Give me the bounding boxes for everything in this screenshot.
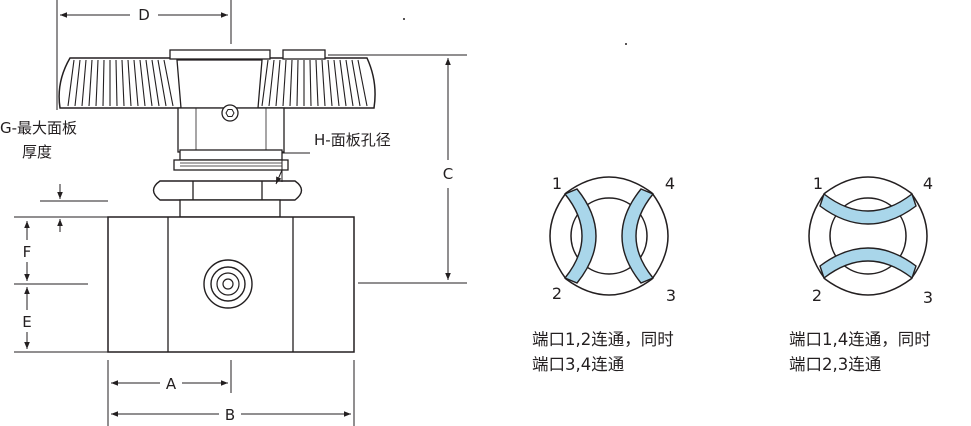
port-diagram-2: 1 2 3 4 — [808, 174, 933, 307]
dimension-a-label: A — [166, 375, 177, 393]
dimension-lines — [14, 0, 467, 426]
port-3-label: 3 — [923, 288, 933, 307]
port-diagram-1-caption-line1: 端口1,2连通，同时 — [532, 330, 674, 349]
port-2-label: 2 — [812, 286, 822, 305]
max-panel-thickness-label: G-最大面板 — [0, 119, 77, 137]
valve-front-view — [58, 49, 376, 353]
port-4-label: 4 — [665, 174, 675, 193]
port-1-label: 1 — [552, 174, 562, 193]
panel-nut — [152, 180, 303, 218]
panel-hole-diameter-label: H-面板孔径 — [314, 131, 391, 149]
flow-channel-2-3 — [819, 247, 917, 280]
dimension-d-label: D — [138, 6, 150, 24]
port-diagram-2-caption-line2: 端口2,3连通 — [789, 355, 881, 374]
dimension-c-label: C — [443, 165, 453, 183]
knurled-handle — [58, 49, 376, 109]
port-4-label: 4 — [923, 174, 933, 193]
port-1-label: 1 — [813, 174, 823, 193]
flow-channel-1-2 — [563, 188, 597, 284]
dimension-b-label: B — [225, 406, 235, 424]
dimension-f-label: F — [23, 243, 32, 261]
flow-channel-3-4 — [621, 188, 655, 284]
port-fitting — [203, 259, 253, 309]
max-panel-thickness-label-line2: 厚度 — [22, 143, 52, 161]
stray-dot — [403, 18, 405, 20]
port-3-label: 3 — [666, 286, 676, 305]
port-diagram-2-caption-line1: 端口1,4连通，同时 — [789, 330, 931, 349]
stray-dot — [625, 43, 627, 45]
dimension-e-label: E — [22, 313, 31, 331]
flow-channel-1-4 — [819, 192, 917, 225]
port-2-label: 2 — [552, 284, 562, 303]
port-diagram-1: 1 2 3 4 — [549, 174, 676, 305]
set-screw-icon — [221, 104, 239, 122]
port-diagram-1-caption-line2: 端口3,4连通 — [532, 355, 624, 374]
